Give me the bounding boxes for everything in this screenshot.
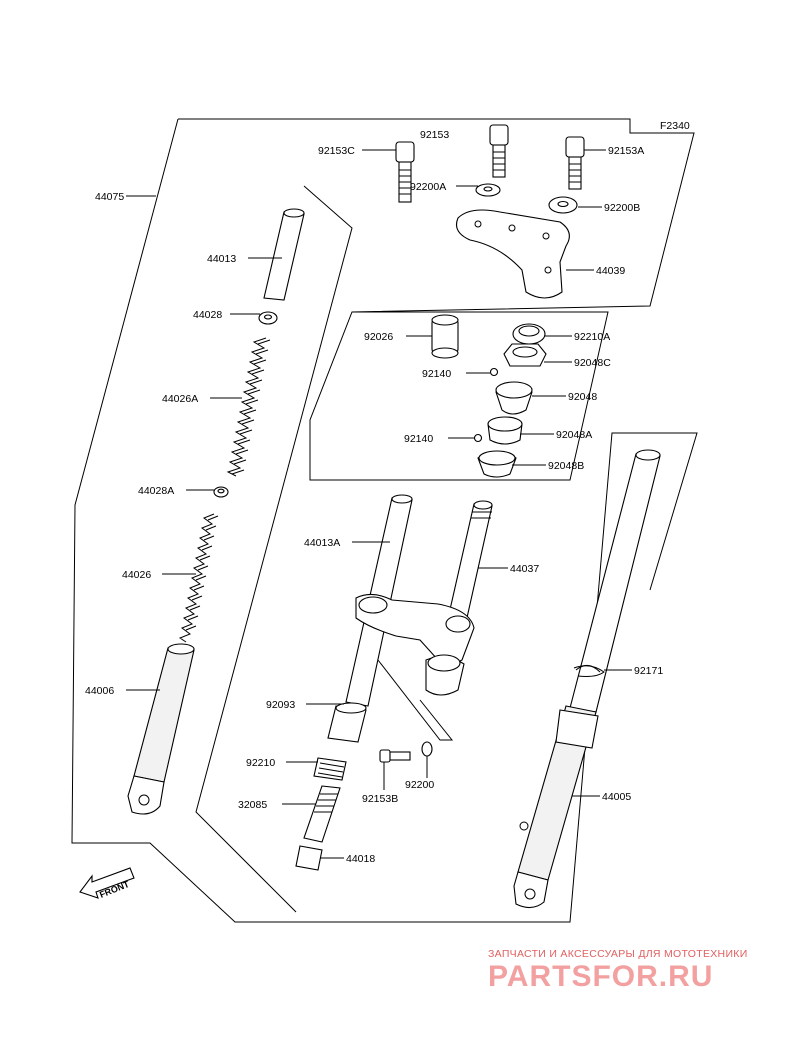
clip-92171-icon	[573, 665, 605, 677]
label-92048b: 92048B	[548, 460, 584, 472]
front-arrow-icon: FRONT	[79, 867, 135, 900]
left-fork-frame	[195, 185, 353, 913]
cylinder-32085-icon	[303, 785, 341, 843]
nut-92048c-icon	[503, 343, 547, 367]
stem-bracket-icon	[355, 593, 475, 696]
bolt-44018-icon	[295, 845, 323, 871]
label-92026: 92026	[364, 331, 393, 343]
watermark-caption: ЗАПЧАСТИ И АКСЕССУАРЫ ДЛЯ МОТОТЕХНИКИ	[488, 948, 748, 960]
label-44037: 44037	[510, 563, 539, 575]
holder-44039-icon	[455, 209, 570, 299]
label-92200: 92200	[405, 779, 434, 791]
label-92140-upper: 92140	[422, 368, 451, 380]
assembly-frame-left	[71, 118, 698, 923]
race-92048a-icon	[487, 416, 523, 445]
label-92200a: 92200A	[410, 181, 446, 193]
cap-92026-icon	[431, 314, 459, 359]
label-92153c: 92153C	[318, 145, 355, 157]
label-92153b: 92153B	[362, 793, 398, 805]
tube-44013-icon	[263, 208, 305, 301]
washer-92200b-icon	[548, 196, 578, 214]
nut-92210a-icon	[512, 323, 546, 345]
outer-tube-44006-icon	[127, 643, 195, 815]
label-44028a: 44028A	[138, 485, 174, 497]
ball-92140b-icon	[473, 433, 483, 443]
washer-92200-icon	[421, 741, 433, 757]
ball-92140a-icon	[489, 367, 499, 377]
label-92153: 92153	[420, 129, 449, 141]
assembly-frame-outer	[178, 118, 695, 481]
label-92200b: 92200B	[604, 202, 640, 214]
bolt-92153c-icon	[395, 141, 415, 203]
label-44013: 44013	[207, 253, 236, 265]
label-92153a: 92153A	[608, 145, 644, 157]
label-92210: 92210	[246, 757, 275, 769]
label-44075: 44075	[95, 191, 124, 203]
label-44005: 44005	[602, 791, 631, 803]
label-44018: 44018	[346, 853, 375, 865]
spring-44026-icon	[178, 513, 219, 643]
label-92048: 92048	[568, 391, 597, 403]
collar-44028a-icon	[213, 486, 229, 498]
label-92048a: 92048A	[556, 429, 592, 441]
washer-92200a-icon	[475, 183, 501, 197]
bolt-92153-icon	[489, 124, 509, 178]
figure-code: F2340	[660, 120, 690, 132]
label-44026a: 44026A	[162, 393, 198, 405]
label-92048c: 92048C	[574, 357, 611, 369]
label-32085: 32085	[238, 799, 267, 811]
seal-92048b-icon	[477, 450, 517, 478]
spring-44026a-icon	[226, 337, 271, 477]
label-44026: 44026	[122, 569, 151, 581]
bolt-92153b-icon	[379, 749, 411, 763]
label-44006: 44006	[85, 685, 114, 697]
label-92171: 92171	[634, 665, 663, 677]
label-92093: 92093	[266, 699, 295, 711]
race-92048-icon	[495, 381, 533, 415]
bolt-92153a-icon	[565, 136, 585, 190]
label-92210a: 92210A	[574, 331, 610, 343]
label-92140-lower: 92140	[404, 433, 433, 445]
ring-92210-icon	[313, 757, 347, 781]
dust-seal-92093-icon	[327, 702, 367, 743]
bracket-sub-frame	[377, 659, 454, 741]
label-44028: 44028	[193, 309, 222, 321]
headstock-frame	[310, 311, 609, 481]
label-44013a: 44013A	[304, 537, 340, 549]
outer-tube-44005-icon	[513, 705, 599, 909]
watermark-logo: PARTSFOR.RU	[488, 960, 714, 993]
label-44039: 44039	[596, 265, 625, 277]
washer-44028-icon	[258, 311, 278, 325]
inner-tube-right-icon	[569, 449, 661, 713]
